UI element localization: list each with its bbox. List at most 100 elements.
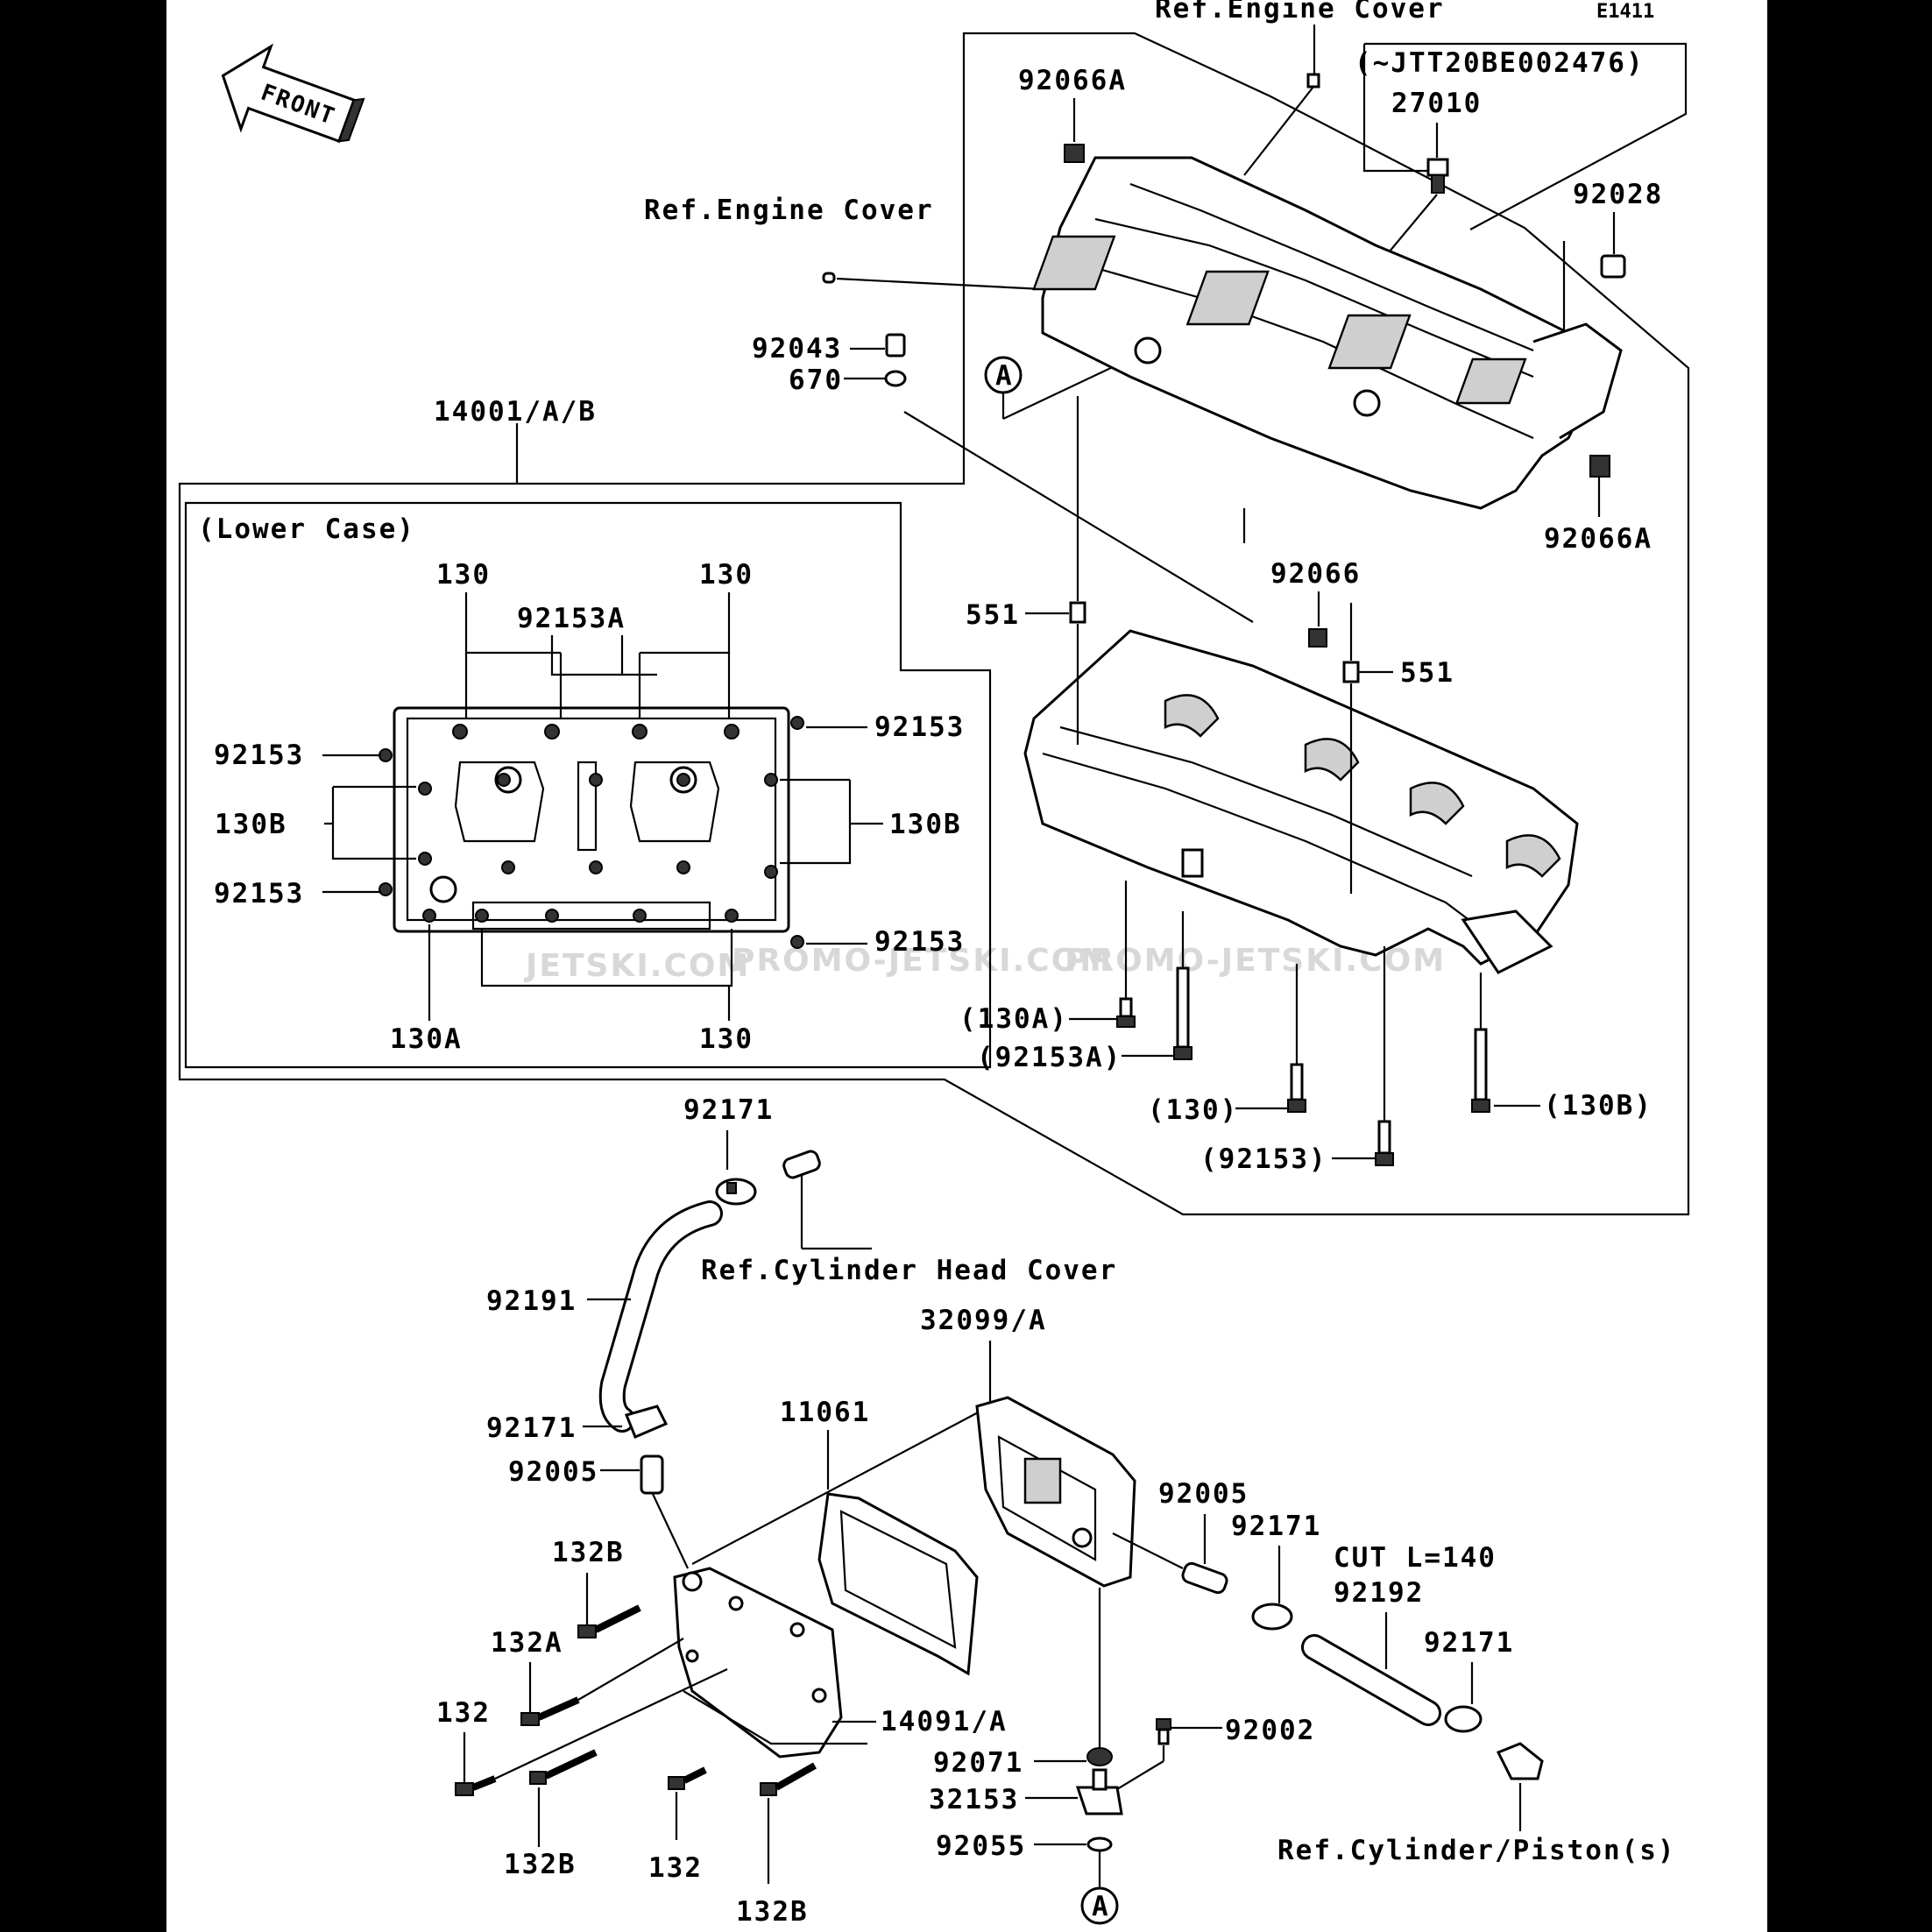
part-130-tr-label: 130 xyxy=(699,559,754,591)
plug-92066A-right xyxy=(1589,455,1610,478)
fitting-ref-head-cover xyxy=(782,1150,821,1179)
bolt-132-left xyxy=(455,1775,497,1796)
part-92066A-right-label: 92066A xyxy=(1544,523,1652,555)
part-92171-top-label: 92171 xyxy=(683,1094,774,1126)
part-92043-label: 92043 xyxy=(752,333,842,364)
bolt-92153 xyxy=(1375,946,1394,1166)
part-130A-label: 130A xyxy=(390,1023,463,1055)
part-132-b-label: 132 xyxy=(648,1852,703,1884)
part-92153-l1-label: 92153 xyxy=(214,740,304,771)
part-32099-label: 32099/A xyxy=(920,1305,1047,1336)
serial-box xyxy=(1364,42,1688,230)
clamp-92171-top xyxy=(715,1178,757,1206)
dowel-pin xyxy=(1306,73,1320,88)
plug-92066 xyxy=(1308,628,1327,648)
bolt-130 xyxy=(1287,964,1306,1113)
bolt-132A xyxy=(520,1696,580,1726)
part-130-tl-label: 130 xyxy=(436,559,491,591)
fitting-92005-left xyxy=(640,1454,664,1495)
part-130B-r-label: 130B xyxy=(889,809,962,840)
bolt-92153A xyxy=(1173,911,1192,1060)
part-92066-label: 92066 xyxy=(1270,558,1361,590)
part-130-paren-label: (130) xyxy=(1148,1094,1238,1126)
part-92153-paren-label: (92153) xyxy=(1200,1143,1327,1175)
cut-note: CUT L=140 xyxy=(1334,1542,1497,1574)
part-670-label: 670 xyxy=(789,364,843,396)
part-92005-right-label: 92005 xyxy=(1158,1478,1249,1510)
clamp-92171-r1 xyxy=(1251,1603,1293,1631)
bolt-130A xyxy=(1116,881,1136,1028)
dowel-92043 xyxy=(885,333,906,357)
callout-a-top-text: A xyxy=(995,360,1014,392)
part-32153-label: 32153 xyxy=(929,1784,1019,1815)
dowel-551-right xyxy=(1342,661,1360,683)
part-92066A-top-label: 92066A xyxy=(1018,65,1127,96)
exploded-parts-diagram: JETSKI.COM PROMO-JETSKI.COM PROMO-JETSKI… xyxy=(178,0,1690,1928)
part-14091-label: 14091/A xyxy=(881,1706,1008,1737)
hose-92191 xyxy=(598,1200,723,1433)
assembly-outline xyxy=(178,32,1690,1216)
bolt-132B-bl xyxy=(529,1749,598,1785)
ref-cylinder-head-cover: Ref.Cylinder Head Cover xyxy=(701,1255,1117,1286)
lower-case-inset xyxy=(184,501,992,1069)
dowel-551-left xyxy=(1069,601,1086,624)
lower-crankcase xyxy=(1023,629,1579,974)
bush-92028 xyxy=(1600,254,1626,279)
part-132-left-label: 132 xyxy=(436,1697,491,1729)
part-92071-label: 92071 xyxy=(933,1747,1023,1779)
callout-a-bottom xyxy=(1080,1886,1119,1925)
part-92153-r1-label: 92153 xyxy=(874,711,965,743)
serial-note: (~JTT20BE002476) xyxy=(1355,47,1645,79)
watermark-1: JETSKI.COM xyxy=(523,948,750,984)
part-92171-r2-label: 92171 xyxy=(1424,1627,1514,1659)
callout-a-bottom-text: A xyxy=(1092,1891,1110,1922)
o-ring-92055 xyxy=(1086,1836,1113,1852)
part-92055-label: 92055 xyxy=(936,1830,1026,1862)
bolt-130B xyxy=(1471,973,1490,1113)
front-arrow-icon: FRONT xyxy=(221,43,365,144)
bolt-132B-b xyxy=(760,1762,817,1796)
part-551-left-label: 551 xyxy=(966,599,1020,631)
watermark-2: PROMO-JETSKI.COM xyxy=(732,943,1113,979)
upper-crankcase xyxy=(1032,156,1623,543)
part-130-b-label: 130 xyxy=(699,1023,754,1055)
part-92028-label: 92028 xyxy=(1573,179,1663,210)
plug-92066A-top xyxy=(1064,144,1085,163)
part-130A-paren-label: (130A) xyxy=(959,1003,1068,1035)
part-14001-label: 14001/A/B xyxy=(434,396,597,428)
part-551-right-label: 551 xyxy=(1400,657,1454,689)
diagram-sheet: JETSKI.COM PROMO-JETSKI.COM PROMO-JETSKI… xyxy=(166,0,1767,1932)
fitting-92005-right xyxy=(1181,1561,1228,1595)
part-132B-b-label: 132B xyxy=(736,1896,809,1928)
inset-leaders xyxy=(322,592,883,1021)
strainer-32153 xyxy=(1075,1768,1123,1815)
part-130B-l-label: 130B xyxy=(215,809,287,840)
bolt-132-b xyxy=(668,1766,707,1790)
bolt-92002 xyxy=(1156,1718,1171,1745)
ref-engine-cover-top: Ref.Engine Cover xyxy=(1155,0,1445,25)
lower-case-title: (Lower Case) xyxy=(198,513,415,545)
part-132B-top-label: 132B xyxy=(552,1537,625,1568)
ref-engine-cover-mid: Ref.Engine Cover xyxy=(644,195,934,226)
breather-cover-14091 xyxy=(673,1567,843,1759)
part-132A-label: 132A xyxy=(491,1627,563,1659)
part-92153A-label: 92153A xyxy=(517,603,626,634)
clamp-92171-r2 xyxy=(1444,1705,1483,1733)
gasket-11061 xyxy=(817,1492,979,1676)
part-92192-label: 92192 xyxy=(1334,1577,1424,1609)
hose-92192 xyxy=(1301,1634,1441,1726)
part-92191-label: 92191 xyxy=(486,1285,577,1317)
strainer-housing-32099 xyxy=(975,1396,1136,1588)
o-ring-670 xyxy=(884,370,907,387)
part-92005-left-label: 92005 xyxy=(508,1456,598,1488)
oil-pressure-switch-icon xyxy=(1426,158,1449,194)
fitting-ref-cyl-piston xyxy=(1496,1742,1544,1780)
part-11061-label: 11061 xyxy=(780,1397,870,1428)
lower-case-bolts xyxy=(379,716,804,949)
ref-cylinder-piston: Ref.Cylinder/Piston(s) xyxy=(1277,1835,1676,1866)
bolt-132B-top xyxy=(577,1604,641,1638)
part-92153A-paren-label: (92153A) xyxy=(977,1042,1122,1073)
part-92153-r2-label: 92153 xyxy=(874,926,965,958)
part-92171-r1-label: 92171 xyxy=(1231,1511,1321,1542)
part-92171-mid-label: 92171 xyxy=(486,1412,577,1444)
